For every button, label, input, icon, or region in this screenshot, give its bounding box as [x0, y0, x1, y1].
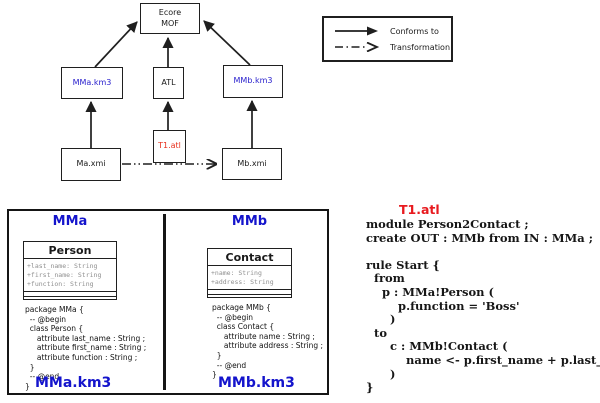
conforms-arrow-mmb-km3-to-ecore: [203, 20, 251, 66]
person-bottom-compartment: [24, 296, 116, 299]
node-mb-xmi-label: Mb.xmi: [237, 158, 267, 168]
person-operations-compartment: [24, 291, 116, 296]
atl-file-title: T1.atl: [399, 202, 440, 217]
legend-label-transformation: Transformation: [390, 42, 451, 52]
node-mma-km3-label: MMa.km3: [72, 77, 112, 87]
legend-row-transformation: Transformation: [333, 42, 451, 52]
conforms-arrow-mma-km3-to-ecore: [94, 21, 138, 68]
panel-divider: [163, 214, 166, 390]
mma-section-title: MMa: [52, 214, 88, 229]
node-ecore-mof: Ecore MOF: [140, 3, 200, 34]
contact-attribute: +name: String: [211, 269, 262, 277]
person-attribute: +first_name: String: [27, 271, 102, 279]
node-ma-xmi-label: Ma.xmi: [76, 159, 106, 169]
person-attribute: +function: String: [27, 280, 94, 288]
legend-row-conforms-to: Conforms to: [333, 26, 451, 36]
metamodel-panel: MMa Person +last_name: String +first_nam…: [7, 209, 329, 395]
contact-bottom-compartment: [208, 294, 291, 297]
contact-operations-compartment: [208, 289, 291, 294]
node-t1-atl: T1.atl: [153, 130, 186, 163]
atl-source-code: module Person2Contact ; create OUT : MMb…: [366, 217, 600, 395]
mmb-km3-filename: MMb.km3: [218, 375, 295, 391]
node-ecore-mof-label: Ecore MOF: [158, 7, 182, 28]
contact-class-name: Contact: [208, 249, 291, 266]
contact-class-box: Contact +name: String +address: String: [207, 248, 292, 298]
contact-attribute: +address: String: [211, 278, 274, 286]
node-atl-label: ATL: [161, 77, 176, 87]
dash-dot-open-arrow-icon: [335, 42, 380, 52]
legend: Conforms to Transformation: [322, 16, 453, 62]
solid-filled-arrow-icon: [335, 26, 378, 36]
node-atl: ATL: [153, 67, 184, 99]
person-class-name: Person: [24, 242, 116, 259]
node-t1-atl-label: T1.atl: [158, 141, 181, 151]
contact-attributes: +name: String +address: String: [208, 266, 291, 289]
node-mmb-km3-label: MMb.km3: [233, 76, 273, 86]
legend-label-conforms-to: Conforms to: [390, 26, 439, 36]
person-attributes: +last_name: String +first_name: String +…: [24, 259, 116, 291]
person-attribute: +last_name: String: [27, 262, 98, 270]
mma-km3-filename: MMa.km3: [35, 375, 112, 391]
person-class-box: Person +last_name: String +first_name: S…: [23, 241, 117, 300]
mmb-section-title: MMb: [231, 214, 268, 229]
node-ma-xmi: Ma.xmi: [61, 148, 121, 181]
conformance-arrows-layer: [85, 20, 258, 195]
node-mma-km3: MMa.km3: [61, 67, 123, 99]
node-mb-xmi: Mb.xmi: [222, 148, 282, 180]
mmb-km3-code: package MMb { -- @begin class Contact { …: [212, 303, 324, 380]
node-mmb-km3: MMb.km3: [223, 65, 283, 98]
mma-km3-code: package MMa { -- @begin class Person { a…: [25, 305, 147, 391]
